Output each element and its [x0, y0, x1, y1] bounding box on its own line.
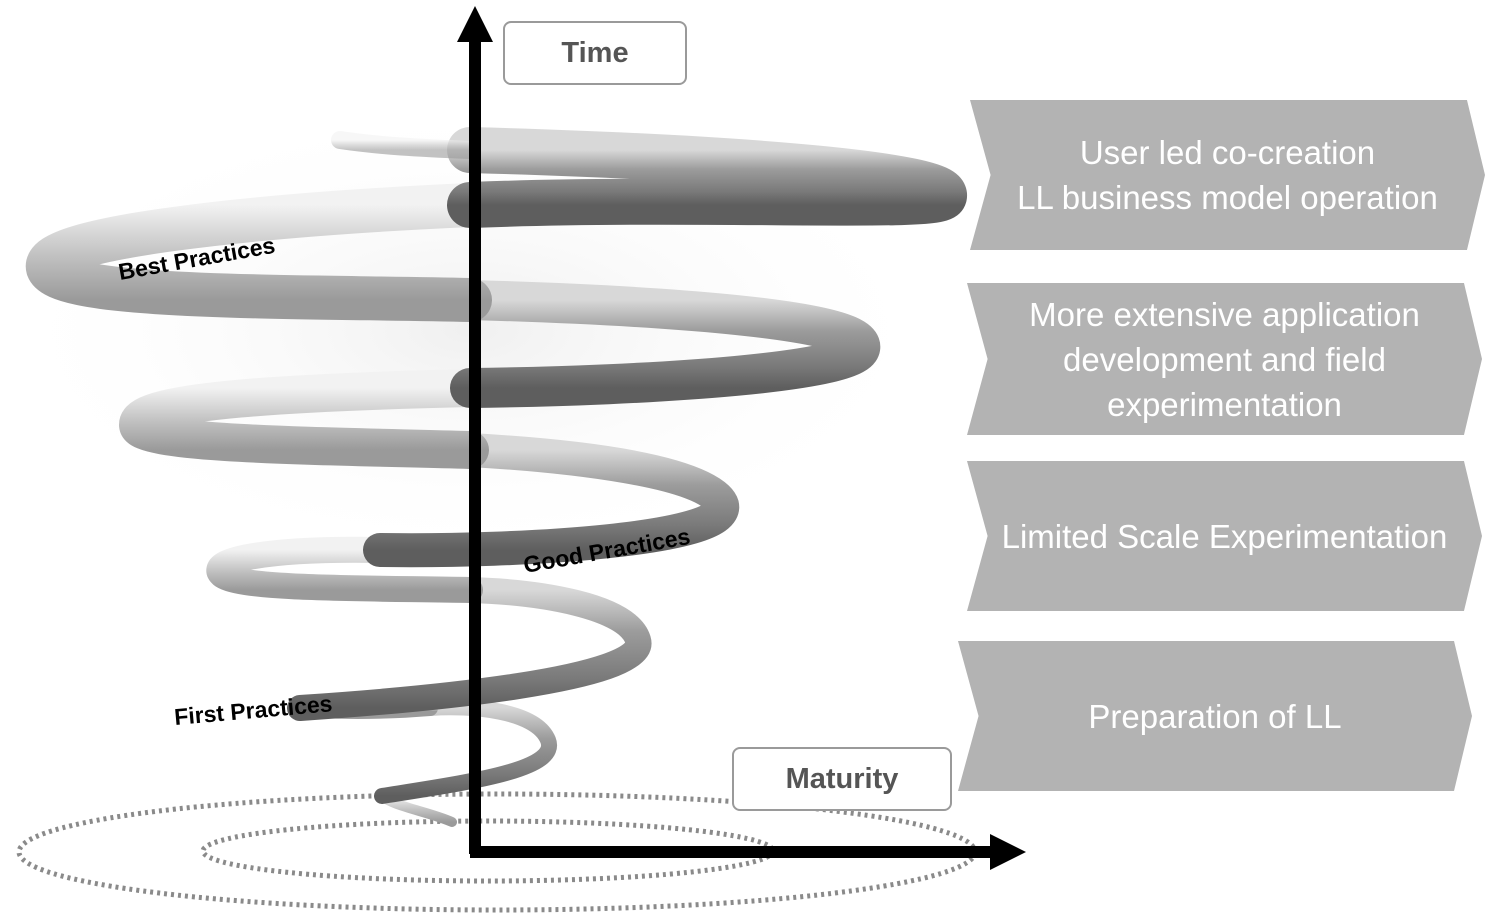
stage-text-line: experimentation [1107, 385, 1342, 423]
stage-text-line: LL business model operation [1017, 179, 1438, 216]
time-axis-arrowhead [457, 6, 493, 42]
stage-chevron-preparation: Preparation of LL [958, 641, 1472, 791]
stage-chevron-limited-scale: Limited Scale Experimentation [967, 461, 1482, 611]
stage-text-line: More extensive application [1029, 295, 1420, 333]
stage-chevron-field-experimentation: More extensive application development a… [967, 283, 1482, 435]
first-practices-label: First Practices [173, 690, 333, 730]
stage-text-line: User led co-creation [1079, 134, 1376, 171]
maturity-axis-label: Maturity [732, 747, 952, 811]
stage-text-line: Limited Scale Experimentation [1001, 517, 1448, 555]
stage-text-line: Preparation of LL [1088, 697, 1342, 735]
stage-text-line: development and field [1063, 340, 1386, 378]
stage-chevron-operation: User led co-creation LL business model o… [970, 100, 1485, 250]
time-axis-label: Time [503, 21, 687, 85]
maturity-axis-arrowhead [990, 834, 1026, 870]
